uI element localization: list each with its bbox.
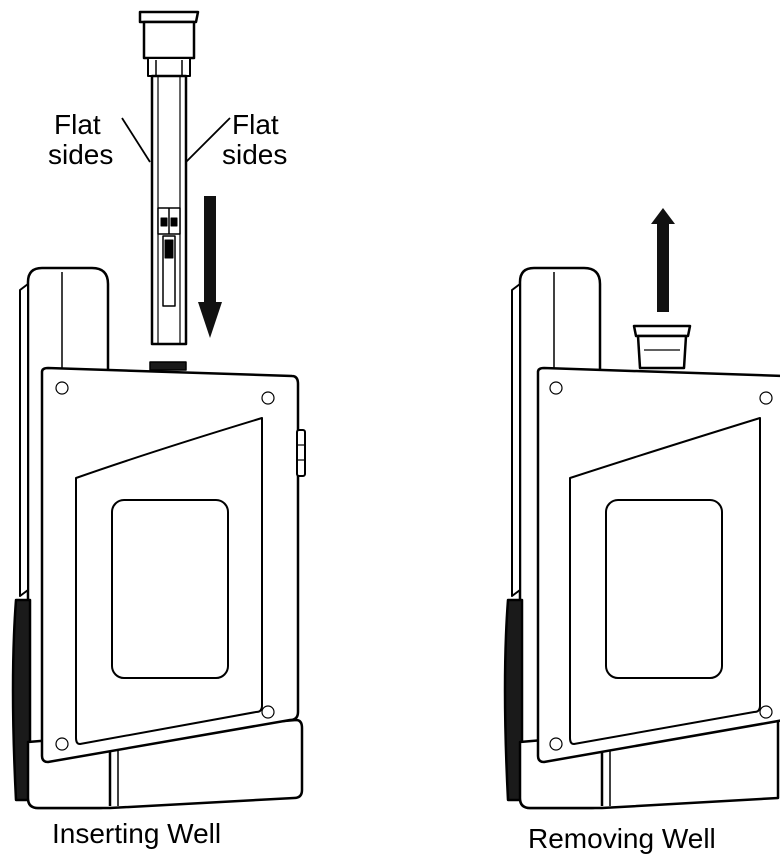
well-tube — [138, 10, 200, 346]
left-device — [11, 266, 306, 810]
well-cap — [632, 324, 692, 370]
flat-sides-label-right-2: sides — [222, 139, 287, 170]
flat-sides-pointers — [121, 117, 231, 163]
arrow-up-icon — [651, 208, 675, 312]
caption-inserting-well: Inserting Well — [52, 818, 221, 849]
arrow-down-icon — [198, 196, 222, 338]
flat-sides-label-left-2: sides — [48, 139, 113, 170]
right-device — [503, 266, 780, 810]
flat-sides-label-right-1: Flat — [232, 109, 279, 140]
flat-sides-label-left-1: Flat — [54, 109, 101, 140]
caption-removing-well: Removing Well — [528, 823, 716, 854]
